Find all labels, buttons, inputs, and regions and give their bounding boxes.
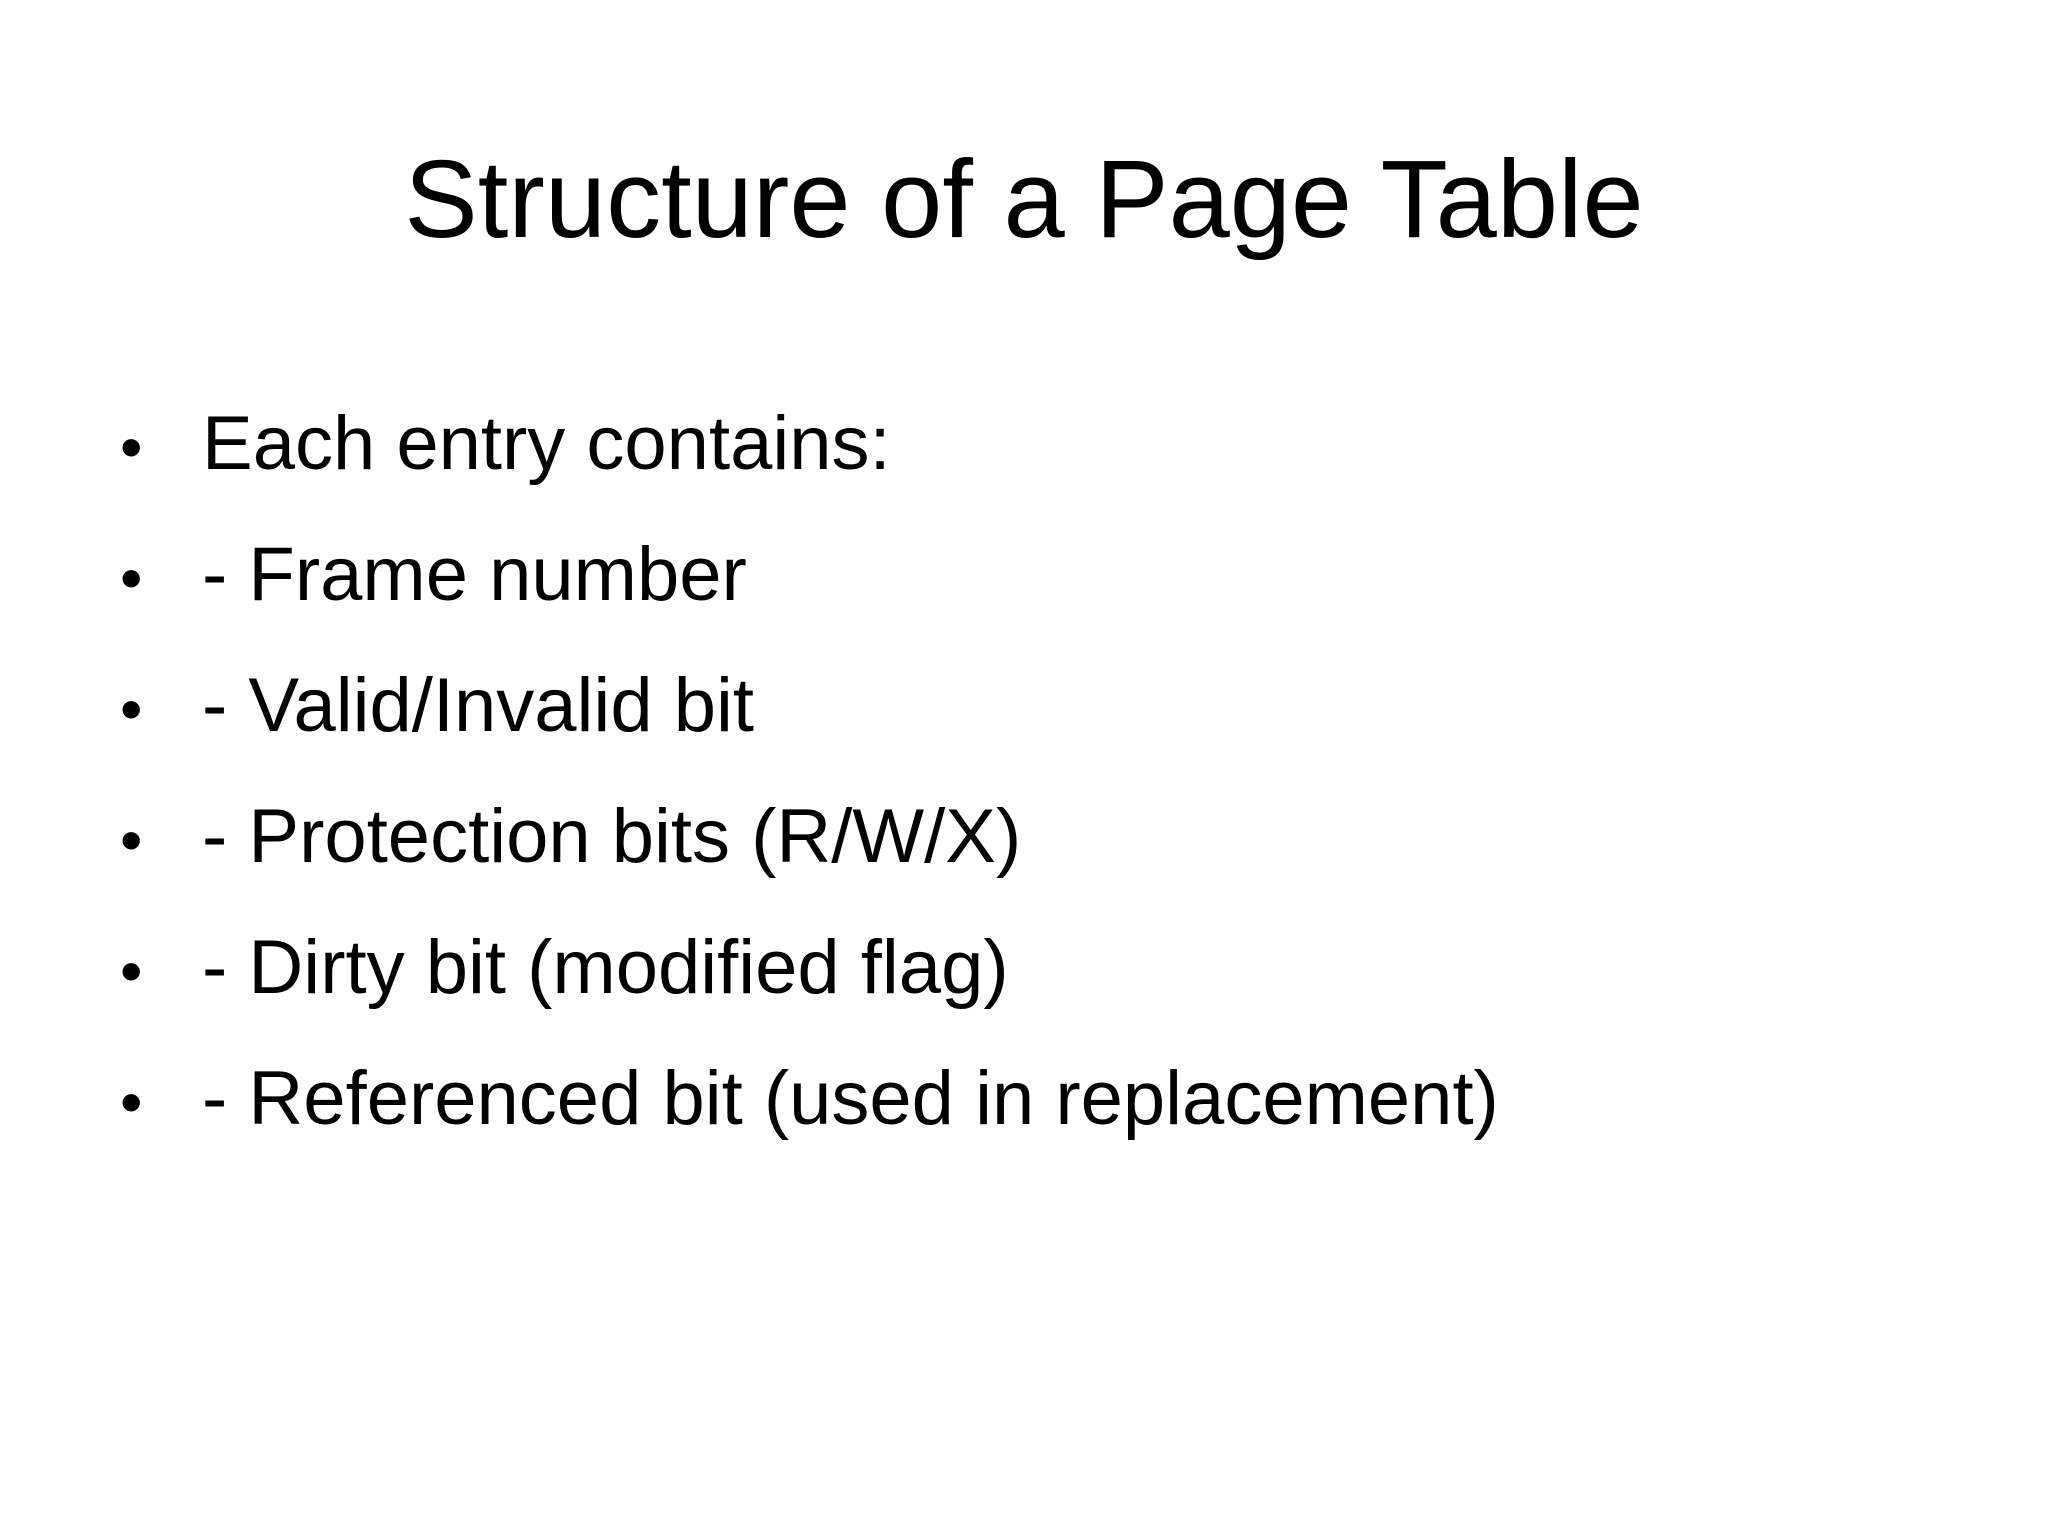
bullet-icon: • (120, 804, 143, 876)
bullet-icon: • (120, 673, 143, 745)
bullet-item: • - Frame number (120, 511, 1940, 642)
bullet-text: - Dirty bit (modified flag) (202, 925, 1009, 1010)
bullet-text: - Referenced bit (used in replacement) (202, 1056, 1499, 1141)
bullet-item: • - Referenced bit (used in replacement) (120, 1035, 1940, 1166)
slide-title: Structure of a Page Table (404, 138, 1644, 261)
bullet-item: • - Valid/Invalid bit (120, 642, 1940, 773)
bullet-text: Each entry contains: (202, 401, 891, 486)
bullet-icon: • (120, 542, 143, 614)
bullet-icon: • (120, 411, 143, 483)
bullet-item: • - Dirty bit (modified flag) (120, 904, 1940, 1035)
bullet-text: - Protection bits (R/W/X) (202, 794, 1022, 879)
bullet-item: • - Protection bits (R/W/X) (120, 773, 1940, 904)
bullet-item: • Each entry contains: (120, 380, 1940, 511)
bullet-list: • Each entry contains: • - Frame number … (120, 380, 1940, 1166)
bullet-text: - Valid/Invalid bit (202, 663, 754, 748)
bullet-icon: • (120, 935, 143, 1007)
bullet-icon: • (120, 1066, 143, 1138)
bullet-text: - Frame number (202, 532, 747, 617)
